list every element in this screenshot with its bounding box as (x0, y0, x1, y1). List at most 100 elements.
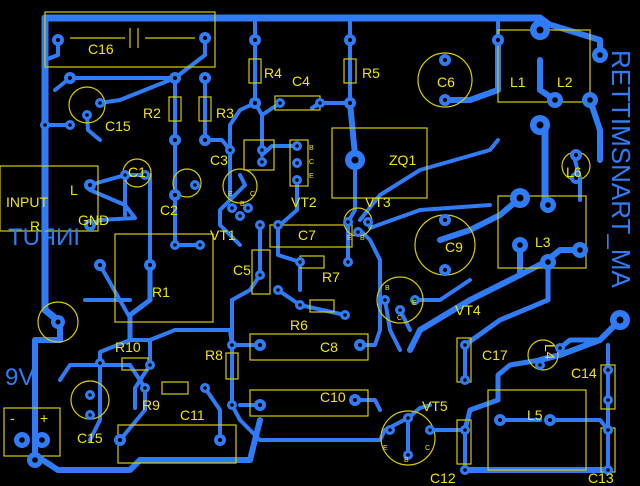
label-l1: L1 (510, 74, 526, 90)
drill-hole (298, 260, 302, 264)
drill-hole (295, 161, 299, 165)
label-c6: C6 (437, 74, 455, 90)
voltage-label: 9V (5, 364, 34, 391)
drill-hole (85, 113, 89, 117)
drill-hole (68, 123, 72, 127)
drill-hole (413, 298, 417, 302)
drill-hole (558, 346, 562, 350)
drill-hole (202, 75, 208, 81)
drill-hole (347, 100, 353, 106)
drill-hole (98, 101, 102, 105)
drill-hole (442, 217, 448, 223)
drill-hole (172, 75, 178, 81)
label-c12: C12 (430, 470, 456, 486)
drill-hole (547, 417, 553, 423)
drill-hole (406, 453, 410, 457)
drill-hole (398, 308, 402, 312)
drill-hole (352, 397, 358, 403)
drill-hole (252, 100, 258, 106)
label-r9: R9 (142, 397, 160, 413)
drill-hole (545, 259, 551, 265)
drill-hole (32, 457, 38, 463)
drill-hole (278, 101, 282, 105)
label-c1: C1 (128, 164, 146, 180)
label-c17: C17 (482, 347, 508, 363)
label-r2: R2 (143, 105, 161, 121)
drill-hole (276, 288, 280, 292)
drill-hole (442, 57, 448, 63)
drill-hole (88, 413, 92, 417)
label-l-channel: L (70, 182, 78, 198)
label-l4: L4 (542, 344, 558, 360)
pin-e-vt3: E (347, 235, 352, 242)
drill-hole (257, 402, 263, 408)
silkscreen (0, 11, 616, 473)
drill-hole (230, 206, 234, 210)
drill-hole (172, 137, 178, 143)
label-gnd: GND (78, 212, 109, 228)
drill-hole (442, 267, 448, 273)
drill-hole (577, 247, 583, 253)
label-vt4: VT4 (455, 302, 481, 318)
drill-hole (143, 386, 147, 390)
drill-hole (55, 319, 61, 325)
pin-b-vt2: B (309, 145, 314, 152)
drill-hole (230, 343, 234, 347)
label-vt1: VT1 (210, 227, 236, 243)
drill-hole (19, 437, 25, 443)
drill-hole (351, 156, 359, 164)
label-c3: C3 (210, 152, 228, 168)
drill-hole (346, 260, 350, 264)
label-r5: R5 (362, 65, 380, 81)
drill-hole (298, 303, 302, 307)
label-c5: C5 (233, 262, 251, 278)
drill-hole (442, 97, 448, 103)
drill-hole (587, 97, 593, 103)
label-l3: L3 (535, 234, 551, 250)
drill-hole (276, 223, 280, 227)
drill-hole (606, 468, 610, 472)
pin-c-vt2: C (309, 159, 314, 166)
label-c11: C11 (180, 407, 205, 423)
drill-hole (463, 428, 467, 432)
drill-hole (98, 361, 102, 365)
label-c10: C10 (320, 389, 346, 405)
drill-hole (517, 242, 523, 248)
drill-hole (406, 416, 410, 420)
drill-hole (536, 26, 544, 34)
drill-hole (463, 468, 467, 472)
drill-hole (463, 343, 467, 347)
drill-hole (538, 363, 542, 367)
drill-hole (606, 368, 610, 372)
drill-hole (252, 37, 258, 43)
label-r10: R10 (115, 339, 141, 355)
drill-hole (172, 192, 178, 198)
drill-hole (246, 206, 250, 210)
drill-hole (552, 97, 558, 103)
drill-hole (573, 152, 579, 158)
label-c8: C8 (320, 339, 338, 355)
drill-hole (366, 220, 370, 224)
label-l5: L5 (527, 407, 543, 423)
drill-hole (295, 144, 299, 148)
label-c16: C16 (88, 41, 114, 57)
pin-c-vt5: C (425, 445, 430, 452)
drill-hole (258, 273, 262, 277)
label-vt2: VT2 (291, 194, 317, 210)
drill-hole (497, 417, 503, 423)
drill-hole (318, 101, 322, 105)
drill-hole (202, 137, 208, 143)
pin-minus-9v: - (10, 410, 15, 426)
drill-hole (87, 182, 93, 188)
label-c15-bottom: C15 (77, 430, 103, 446)
drill-hole (117, 437, 123, 443)
drill-hole (346, 220, 350, 224)
label-r7: R7 (322, 269, 340, 285)
pin-b-vt1: B (240, 201, 245, 208)
pin-c-vt4: C (397, 315, 402, 322)
drill-hole (606, 428, 610, 432)
label-c9: C9 (445, 239, 463, 255)
drill-hole (258, 223, 262, 227)
pin-c-vt1: C (250, 191, 255, 198)
drill-hole (147, 262, 153, 268)
